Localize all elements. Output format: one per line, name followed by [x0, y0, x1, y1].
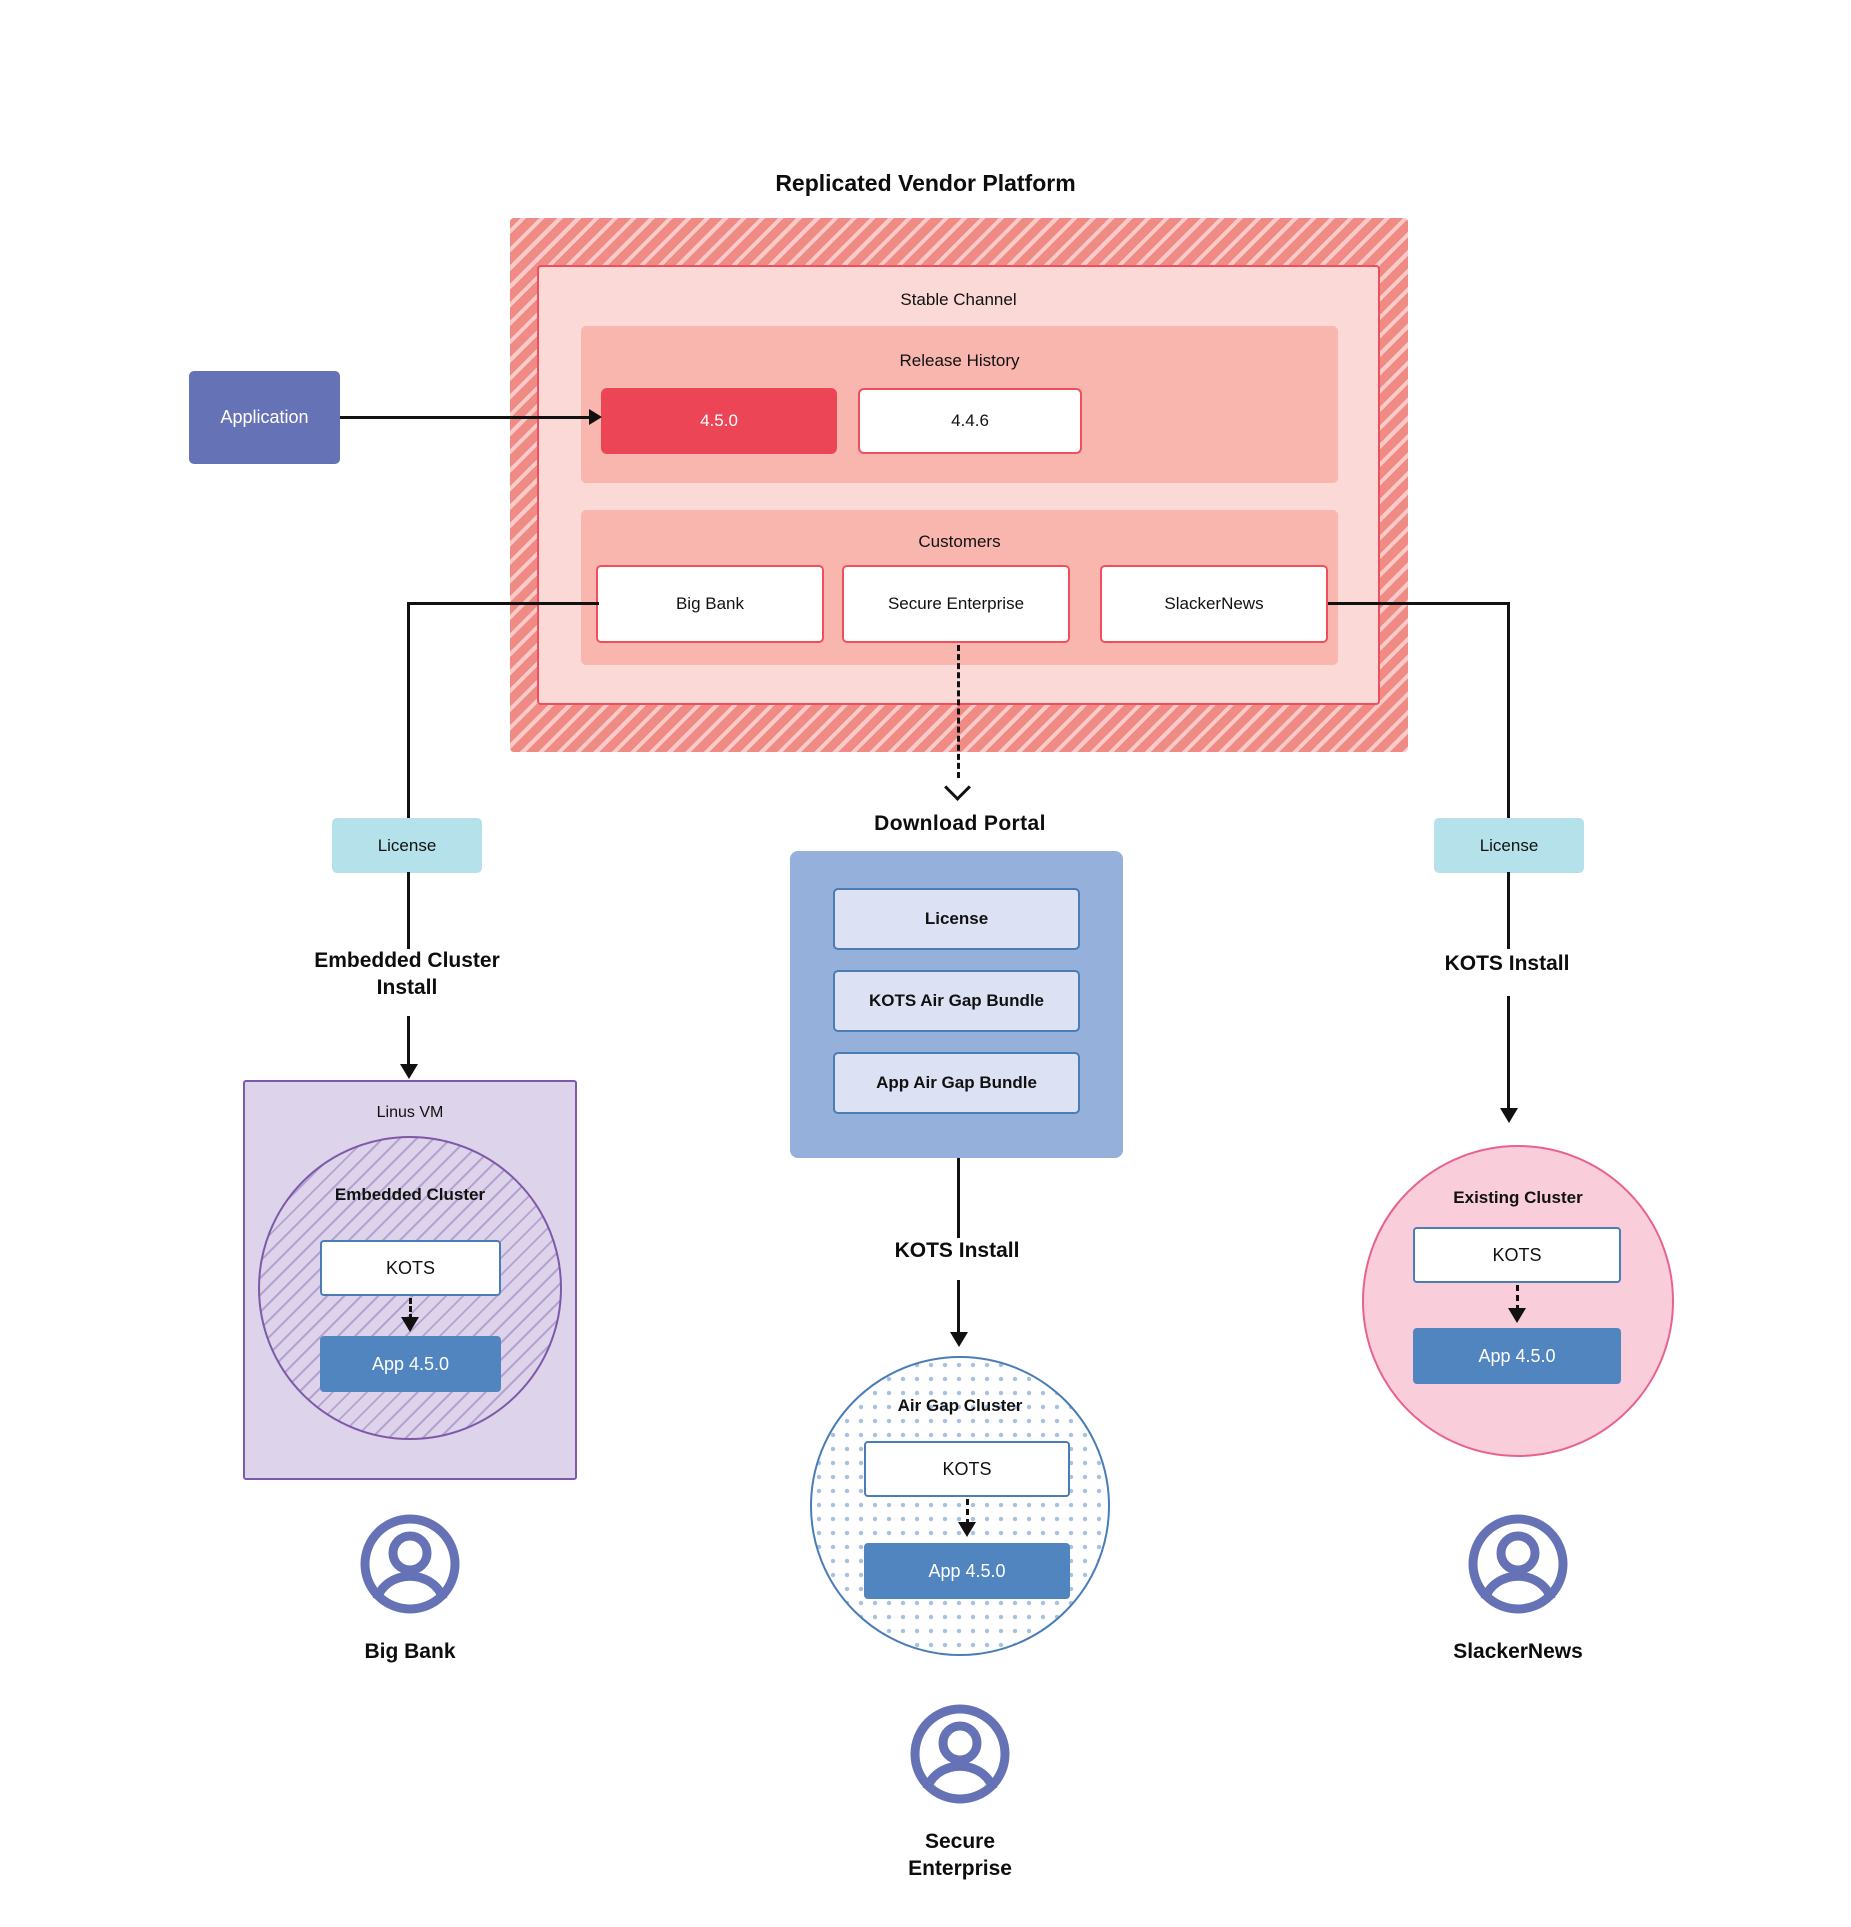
license-chip-right[interactable]: License	[1434, 818, 1584, 873]
avatar-label-big-bank: Big Bank	[364, 1640, 456, 1663]
arrow-middle-to-cluster	[950, 1332, 968, 1347]
release-history-title: Release History	[899, 351, 1020, 370]
customer-box-slackernews[interactable]: SlackerNews	[1100, 565, 1328, 643]
arrow-kots-to-app-left	[401, 1317, 419, 1332]
app-box-right[interactable]: App 4.5.0	[1413, 1328, 1621, 1384]
avatar-label-slackernews: SlackerNews	[1453, 1640, 1583, 1663]
embedded-cluster-title: Embedded Cluster	[334, 1185, 486, 1204]
connector-bigbank-horizontal	[407, 602, 599, 605]
connector-secure-enterprise-down	[957, 645, 960, 778]
connector-application-to-release	[340, 416, 593, 419]
release-box-previous[interactable]: 4.4.6	[858, 388, 1082, 454]
portal-item-license[interactable]: License	[833, 888, 1080, 950]
arrow-application-to-release	[589, 409, 602, 425]
kots-box-left[interactable]: KOTS	[320, 1240, 501, 1296]
arrow-left-to-vm	[400, 1064, 418, 1079]
app-box-middle[interactable]: App 4.5.0	[864, 1543, 1070, 1599]
avatar-label-secure-enterprise: Secure Enterprise	[908, 1830, 1012, 1881]
connector-left-to-vm	[407, 1016, 410, 1068]
customers-title: Customers	[918, 532, 1001, 551]
portal-item-app-air-gap-bundle[interactable]: App Air Gap Bundle	[833, 1052, 1080, 1114]
application-box[interactable]: Application	[189, 371, 340, 464]
linux-vm-title: Linus VM	[376, 1104, 444, 1121]
release-box-current[interactable]: 4.5.0	[601, 388, 837, 454]
user-avatar-icon	[908, 1702, 1012, 1806]
arrow-kots-to-app-middle	[958, 1522, 976, 1537]
app-box-left[interactable]: App 4.5.0	[320, 1336, 501, 1392]
connector-slackernews-horizontal	[1328, 602, 1510, 605]
portal-item-kots-air-gap-bundle[interactable]: KOTS Air Gap Bundle	[833, 970, 1080, 1032]
connector-license-left-down	[407, 872, 410, 949]
embedded-cluster-circle	[258, 1136, 562, 1440]
user-avatar-icon	[358, 1512, 462, 1616]
kots-box-middle[interactable]: KOTS	[864, 1441, 1070, 1497]
path-caption-middle: KOTS Install	[894, 1239, 1020, 1262]
path-caption-left: Embedded Cluster Install	[314, 949, 500, 999]
page-title: Replicated Vendor Platform	[775, 170, 1076, 196]
connector-right-to-cluster	[1507, 996, 1510, 1111]
path-caption-right: KOTS Install	[1444, 952, 1570, 975]
connector-slackernews-vertical	[1507, 602, 1510, 820]
arrow-right-to-cluster	[1500, 1108, 1518, 1123]
customer-box-secure-enterprise[interactable]: Secure Enterprise	[842, 565, 1070, 643]
connector-kots-to-app-middle	[966, 1499, 969, 1525]
connector-license-right-down	[1507, 872, 1510, 949]
air-gap-cluster-circle	[810, 1356, 1110, 1656]
connector-middle-to-cluster	[957, 1280, 960, 1335]
air-gap-cluster-title: Air Gap Cluster	[897, 1396, 1023, 1415]
customer-box-big-bank[interactable]: Big Bank	[596, 565, 824, 643]
connector-bigbank-vertical	[407, 602, 410, 820]
user-avatar-icon	[1466, 1512, 1570, 1616]
kots-box-right[interactable]: KOTS	[1413, 1227, 1621, 1283]
stable-channel-title: Stable Channel	[900, 290, 1017, 309]
arrow-kots-to-app-right	[1508, 1308, 1526, 1323]
download-portal-title: Download Portal	[874, 812, 1046, 835]
connector-kots-to-app-right	[1516, 1285, 1519, 1311]
connector-portal-down	[957, 1158, 960, 1238]
chevron-down-icon	[944, 774, 971, 801]
connector-kots-to-app-left	[409, 1298, 412, 1320]
existing-cluster-title: Existing Cluster	[1453, 1188, 1583, 1207]
license-chip-left[interactable]: License	[332, 818, 482, 873]
